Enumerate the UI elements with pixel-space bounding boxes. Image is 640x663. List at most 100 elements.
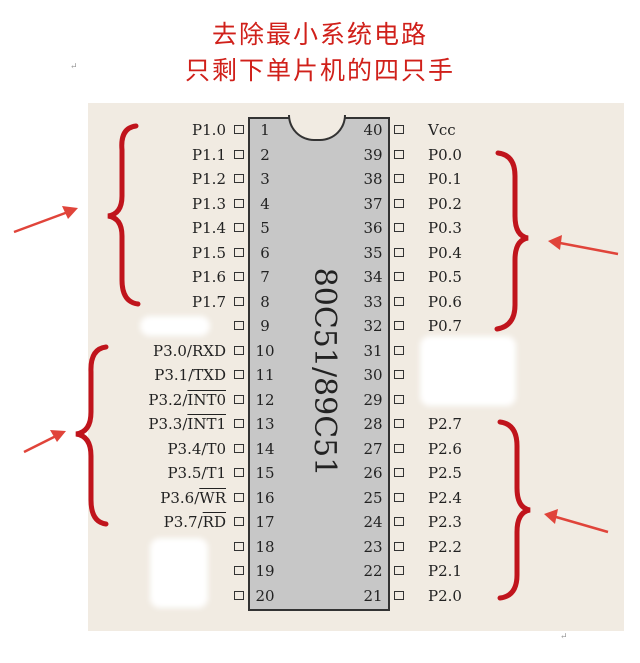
pin-label-text: P2.5 [428, 464, 462, 482]
pin-label: P3.4/T0 [167, 440, 226, 458]
pin-terminal [234, 394, 244, 404]
paragraph-mark-icon: ↵ [560, 632, 568, 642]
pin-label: P0.7 [428, 317, 462, 335]
pin-number: 6 [260, 243, 270, 262]
pin-label-text: P3.2/ [148, 390, 188, 409]
arrow-right-top [548, 235, 619, 256]
pin-label-text: P1.7 [192, 292, 226, 311]
pin-terminal [234, 247, 244, 257]
pin-label-text: P0.4 [428, 243, 462, 262]
pin-terminal [234, 566, 244, 575]
pin-number: 20 [255, 586, 275, 605]
pin-terminal [234, 296, 244, 306]
pin-label: P0.5 [428, 268, 462, 286]
pin-terminal [394, 174, 404, 183]
pin-number: 40 [363, 121, 383, 139]
pin-number: 26 [363, 464, 383, 482]
pin-number: 35 [363, 243, 383, 262]
brace-right-p2 [497, 419, 531, 601]
pin-terminal [234, 149, 244, 159]
pin-label-text: P2.2 [428, 537, 462, 556]
pin-terminal [234, 590, 244, 600]
pin-number: 34 [363, 268, 383, 286]
pin-label-text: P3.6/ [160, 488, 200, 507]
pin-number: 4 [260, 194, 270, 213]
pin-label: P2.7 [428, 415, 462, 433]
pin-label-text: P3.7/ [163, 513, 203, 531]
pin-terminal [394, 370, 404, 379]
pin-number: 39 [363, 145, 383, 164]
chip-body [248, 117, 390, 611]
pin-terminal [394, 394, 404, 404]
pin-number: 32 [363, 317, 383, 335]
pin-terminal [394, 198, 404, 208]
pin-terminal [394, 296, 404, 306]
erased-patch [140, 316, 210, 336]
pin-terminal [394, 419, 404, 428]
pin-label: P3.0/RXD [153, 342, 226, 360]
arrow-left-top [13, 206, 78, 234]
pin-terminal [234, 370, 244, 379]
pin-label: P2.6 [428, 440, 462, 458]
pin-number: 18 [255, 537, 275, 556]
pin-label-text: P0.2 [428, 194, 462, 213]
pin-label-text: Vcc [428, 121, 456, 139]
pin-terminal [234, 272, 244, 281]
pin-number: 37 [363, 194, 383, 213]
pin-terminal [234, 174, 244, 183]
pin-label-text: P2.0 [428, 586, 462, 605]
pin-label: P0.6 [428, 293, 462, 311]
pin-number: 1 [260, 121, 270, 139]
pin-terminal [394, 566, 404, 575]
pin-label-text: P1.0 [192, 121, 226, 139]
pin-label: P2.5 [428, 464, 462, 482]
pin-terminal [394, 590, 404, 600]
pin-label-active-low: RD [202, 513, 226, 531]
arrow-left-bottom [23, 430, 66, 454]
pin-label-text: P3.3/ [148, 415, 188, 433]
pin-label: P1.6 [192, 268, 226, 286]
pin-label: P3.5/T1 [167, 464, 226, 482]
pin-terminal [234, 468, 244, 477]
pin-number: 33 [363, 292, 383, 311]
pin-label: P3.7/RD [164, 513, 226, 531]
arrow-right-bottom [544, 509, 609, 534]
pin-terminal [394, 345, 404, 355]
pin-label: P2.4 [428, 489, 462, 507]
pin-number: 12 [255, 390, 275, 409]
pin-label-text: P1.3 [192, 194, 226, 213]
pin-terminal [394, 223, 404, 232]
pin-terminal [394, 541, 404, 551]
pin-label: P0.0 [428, 146, 462, 164]
pin-label: P0.3 [428, 219, 462, 237]
pin-terminal [234, 321, 244, 330]
pin-number: 22 [363, 562, 383, 580]
diagram-title-line-1: 去除最小系统电路 [211, 20, 428, 49]
pin-label: Vcc [428, 121, 456, 139]
pin-label-text: P3.0/RXD [152, 341, 226, 360]
pin-terminal [394, 468, 404, 477]
pin-label-text: P0.6 [428, 292, 462, 311]
erased-patch [420, 336, 516, 406]
pin-label-text: P2.7 [428, 415, 462, 433]
pin-number: 5 [260, 219, 270, 237]
pin-label-text: P0.1 [428, 170, 462, 188]
pin-number: 27 [363, 439, 383, 458]
pin-number: 31 [363, 341, 383, 360]
pin-number: 2 [260, 145, 270, 164]
pin-number: 28 [363, 415, 383, 433]
pin-number: 14 [255, 439, 275, 458]
pin-terminal [394, 125, 404, 134]
pin-terminal [394, 517, 404, 526]
paragraph-mark-icon: ↵ [70, 62, 78, 72]
pin-number: 29 [363, 390, 383, 409]
pin-terminal [394, 272, 404, 281]
brace-left-p3 [75, 344, 109, 527]
pin-terminal [234, 223, 244, 232]
pin-number: 17 [255, 513, 275, 531]
pin-label-text: P1.6 [192, 268, 226, 286]
pin-terminal [234, 125, 244, 134]
pin-label-text: P3.1/TXD [154, 366, 226, 384]
pin-number: 3 [260, 170, 270, 188]
pin-number: 21 [363, 586, 383, 605]
